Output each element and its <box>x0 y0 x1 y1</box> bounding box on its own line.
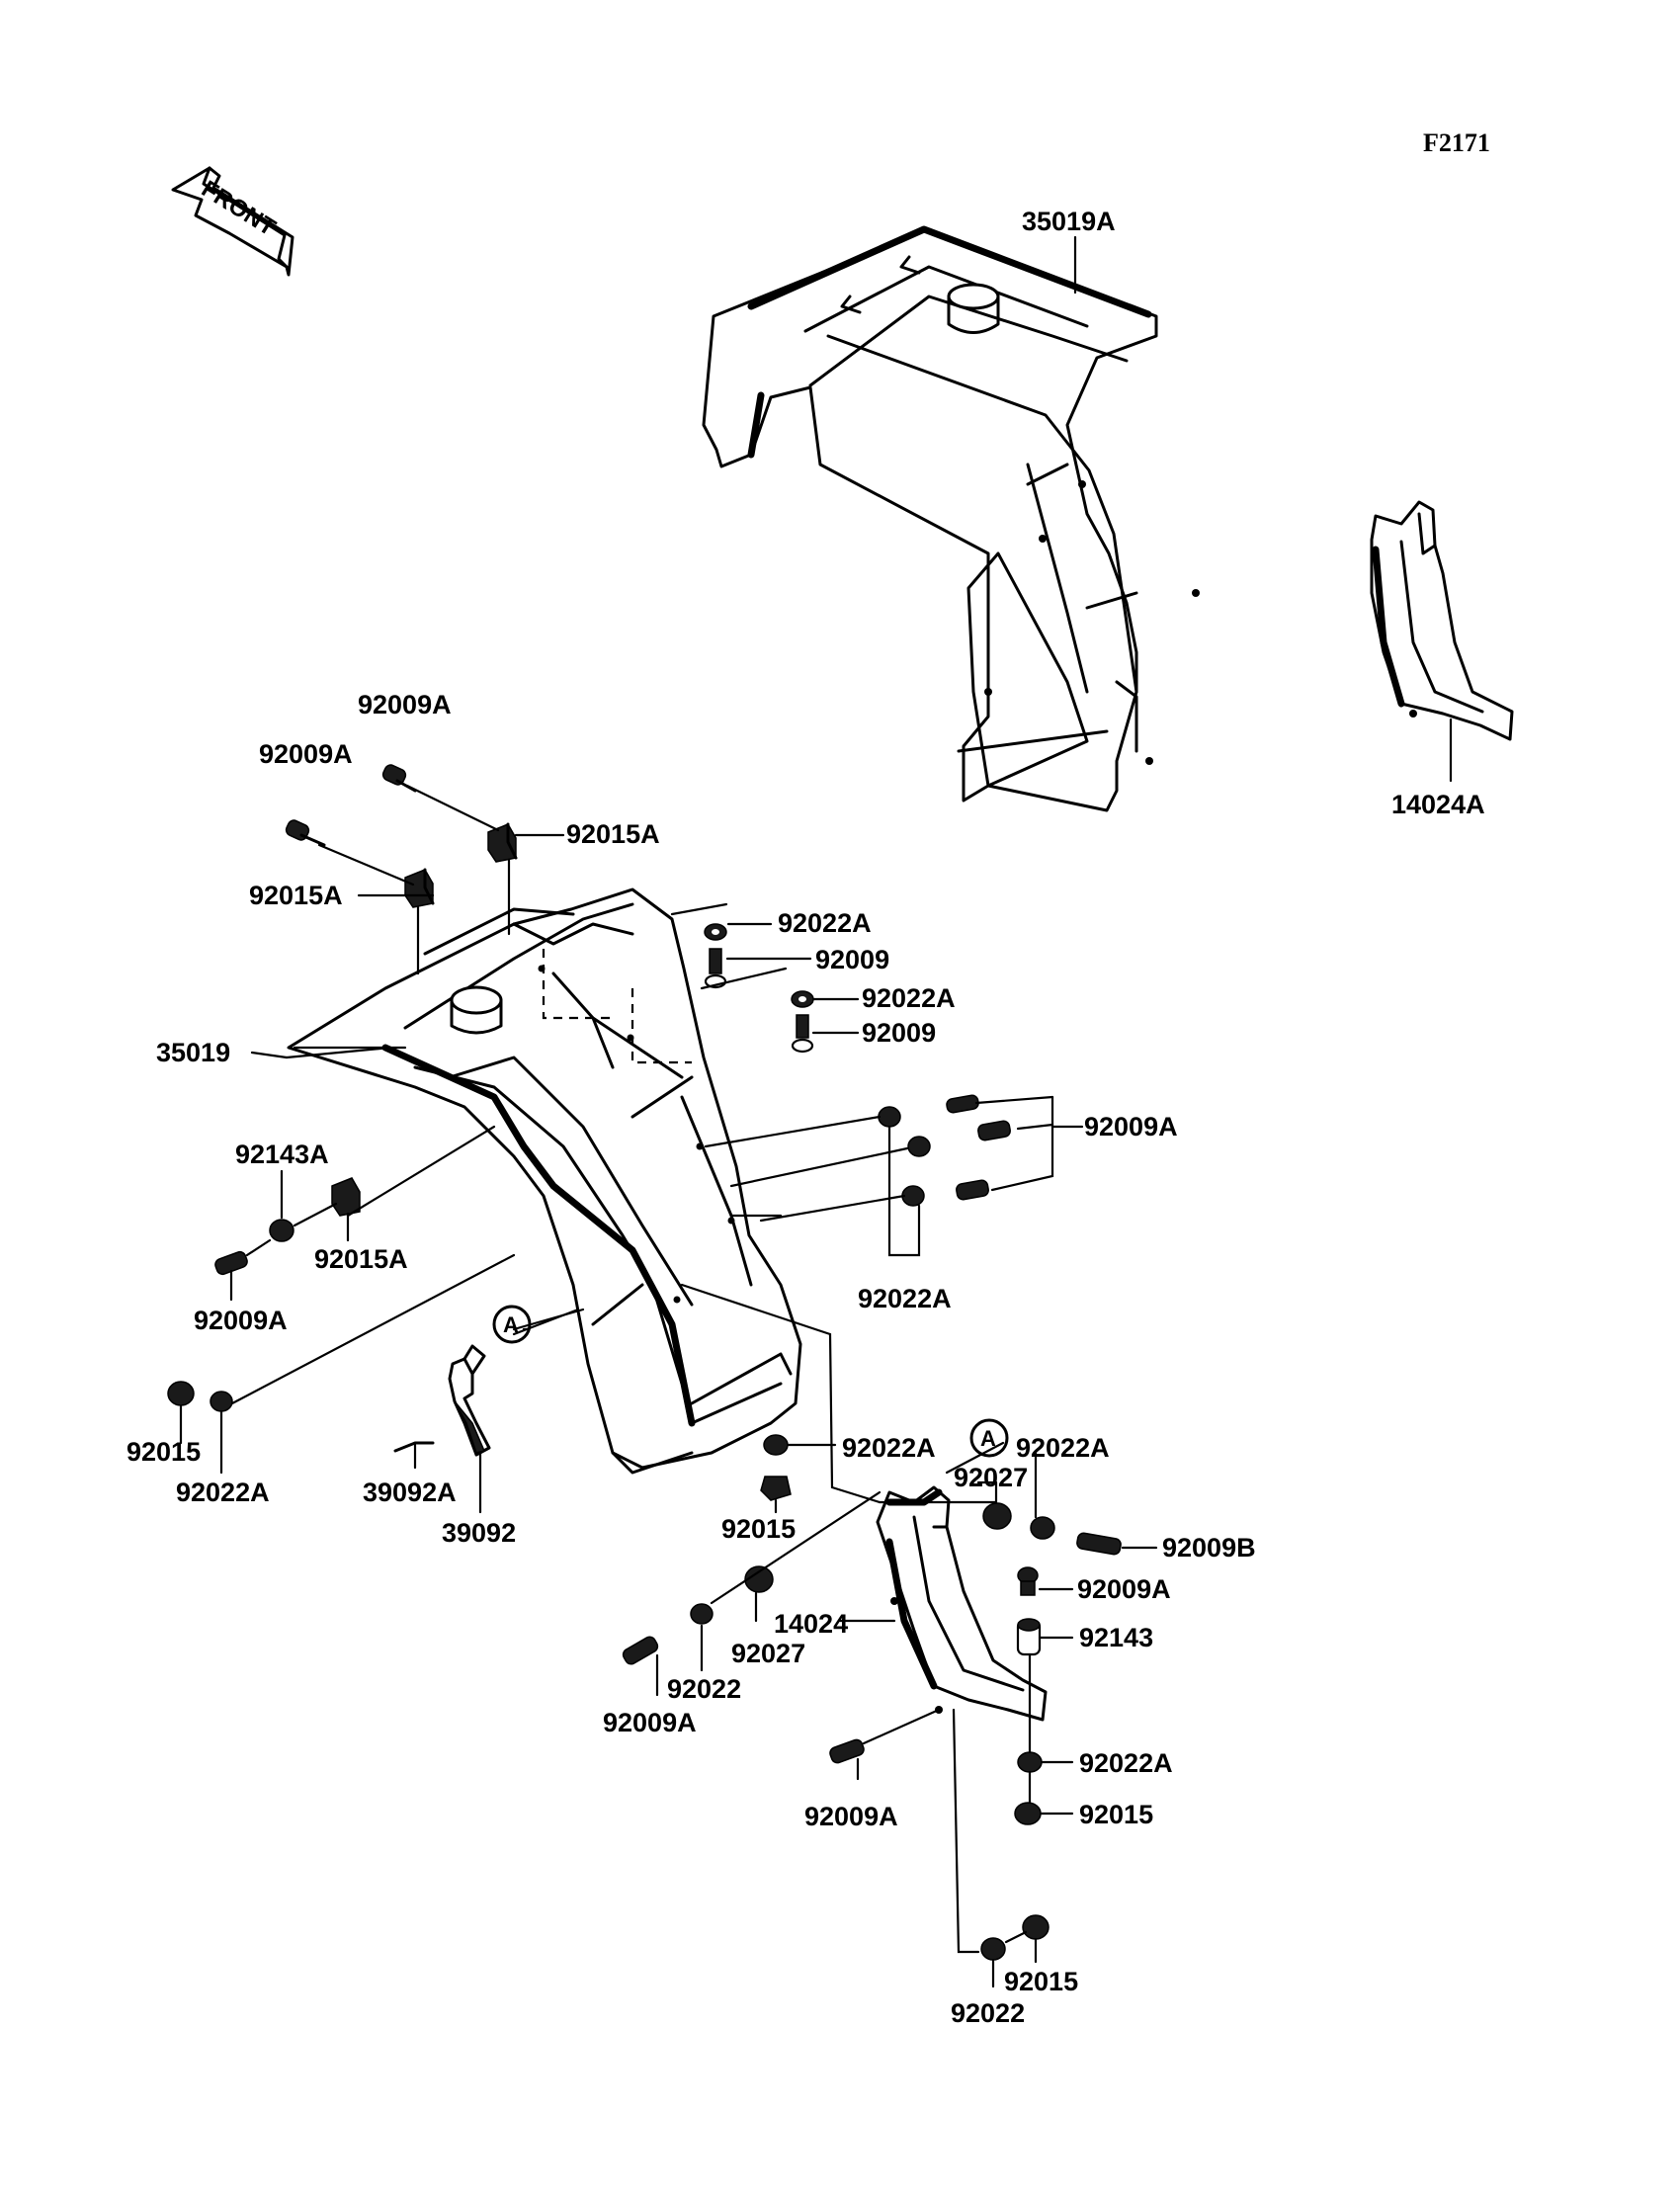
svg-text:A: A <box>503 1312 519 1337</box>
screw-92009-b <box>791 1014 814 1054</box>
part-label: 92009B <box>1162 1533 1256 1563</box>
clip-39092 <box>448 1344 491 1457</box>
part-label: 35019A <box>1022 207 1116 236</box>
screw-92009-a <box>704 948 727 989</box>
spacer-92027-right <box>982 1502 1012 1530</box>
nut-92015-bottom <box>1022 1914 1050 1940</box>
washer-92143a <box>269 1219 294 1242</box>
part-label: 92022 <box>951 1998 1025 2028</box>
part-label: 92027 <box>954 1463 1028 1492</box>
part-label: 92015 <box>721 1514 796 1544</box>
part-label: 92022A <box>858 1284 952 1313</box>
nut-92015-bl <box>167 1381 195 1406</box>
bracket-14024a <box>1370 500 1514 741</box>
part-label: 92009A <box>603 1708 697 1737</box>
bolt-92009a-r2 <box>977 1120 1011 1141</box>
rear-fender-35019a <box>702 225 1200 812</box>
part-label: 14024 <box>774 1609 848 1639</box>
bracket-14024 <box>876 1485 1048 1722</box>
bolt-92009a-upper <box>285 819 326 847</box>
nut-92022a-r3 <box>901 1185 925 1207</box>
pin-39092a <box>393 1441 435 1453</box>
spacer-92143 <box>1016 1618 1042 1656</box>
part-label: 92015 <box>126 1437 201 1467</box>
svg-text:A: A <box>980 1426 996 1451</box>
bolt-92009a-ll <box>622 1636 659 1665</box>
nut-92022a-r1 <box>878 1106 901 1128</box>
bolt-92009a-lr2 <box>829 1738 865 1764</box>
part-label: 92022A <box>842 1433 936 1463</box>
front-fender-35019 <box>287 887 802 1475</box>
leader-lines <box>179 235 1453 1988</box>
part-label: 92015A <box>249 881 343 910</box>
nut-92015a-upper <box>487 822 518 863</box>
diagram-code: F2171 <box>1423 128 1490 157</box>
washer-92022a-lr <box>1017 1751 1043 1773</box>
nut-92015-bm <box>760 1476 792 1501</box>
part-label: 92143A <box>235 1140 329 1169</box>
bolt-92009a-left <box>214 1250 248 1276</box>
part-label: 92022A <box>1079 1748 1173 1778</box>
part-label: 92009A <box>194 1306 288 1335</box>
washer-92022a-b <box>791 990 814 1008</box>
washer-92022a-right <box>1030 1516 1055 1540</box>
washer-92022a-a <box>704 923 727 941</box>
part-labels: 35019A 14024A 92009A 92009A 92015A 92015… <box>126 207 1485 2028</box>
part-label: 92143 <box>1079 1623 1153 1652</box>
spacer-92027-left <box>744 1565 774 1593</box>
nut-92015-lr <box>1014 1802 1042 1825</box>
part-label: 92022A <box>1016 1433 1110 1463</box>
part-label: 92009A <box>259 739 353 769</box>
callout-a-left: A <box>492 1305 532 1344</box>
callout-a-right: A <box>969 1418 1009 1458</box>
part-label: 92009A <box>1077 1574 1171 1604</box>
part-label: 92009 <box>862 1018 936 1048</box>
washer-92022a-bm <box>763 1434 789 1456</box>
nut-92015a-left <box>404 868 435 908</box>
part-label: 35019 <box>156 1038 230 1067</box>
part-label: 39092A <box>363 1478 457 1507</box>
washer-92022-bottom <box>980 1937 1006 1961</box>
nut-92022a-r2 <box>907 1136 931 1157</box>
bolt-92009a-r1 <box>946 1094 979 1114</box>
part-label: 92022A <box>176 1478 270 1507</box>
part-label: 92022A <box>862 983 956 1013</box>
part-label: 92015A <box>566 819 660 849</box>
part-label: 92027 <box>731 1639 805 1668</box>
part-label: 92009A <box>804 1802 898 1831</box>
part-label: 92015 <box>1004 1967 1078 1996</box>
washer-92022a-bl <box>210 1391 233 1412</box>
part-label: 92022A <box>778 908 872 938</box>
part-label: 92009 <box>815 945 889 974</box>
part-label: 92022 <box>667 1674 741 1704</box>
part-label: 39092 <box>442 1518 516 1548</box>
part-label: 92009A <box>358 690 452 719</box>
front-arrow-icon: FRONT <box>171 166 294 277</box>
bolt-92009a-r3 <box>956 1179 989 1201</box>
part-label: 92015A <box>314 1244 408 1274</box>
bolt-92009b <box>1076 1532 1122 1556</box>
part-label: 92015 <box>1079 1800 1153 1829</box>
part-label: 92009A <box>1084 1112 1178 1141</box>
bolt-92009a-lr1 <box>1017 1566 1039 1596</box>
washer-92022-left <box>690 1603 714 1625</box>
part-label: 14024A <box>1391 790 1485 819</box>
nut-92015a-mid <box>331 1177 361 1217</box>
